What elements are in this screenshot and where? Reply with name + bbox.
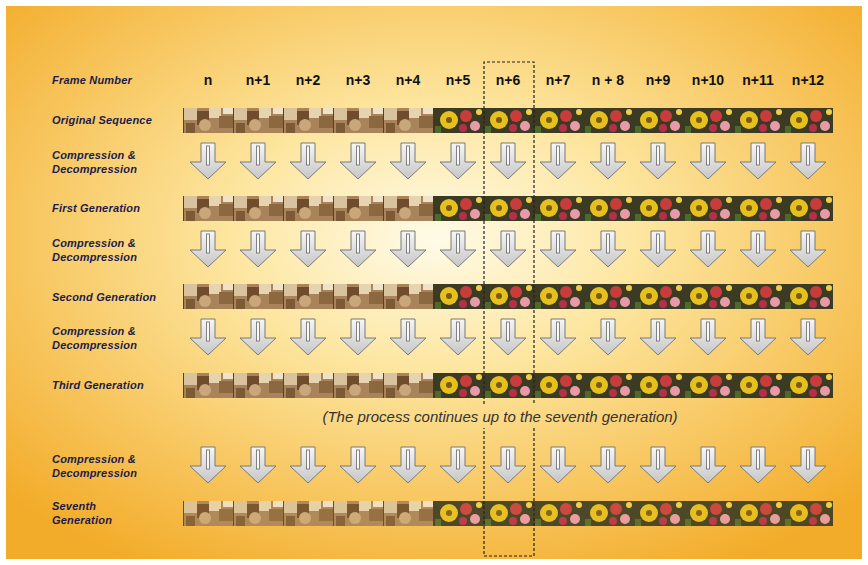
row-label: Second Generation — [52, 290, 177, 304]
step-label: Compression & Decompression — [52, 324, 157, 353]
frame-number: n+5 — [446, 72, 471, 88]
row-label: Seventh Generation — [52, 499, 132, 528]
frame-row — [183, 373, 833, 398]
frame-strip — [433, 196, 833, 221]
step-label: Compression & Decompression — [52, 236, 157, 265]
note-text: (The process continues up to the seventh… — [322, 408, 677, 425]
frame-row — [183, 284, 833, 309]
arrow-row — [183, 142, 833, 180]
frame-number: n + 8 — [592, 72, 624, 88]
frame-strip — [433, 501, 833, 526]
frame-strip — [183, 501, 433, 526]
frame-strip — [183, 196, 433, 221]
frame-number: n+4 — [396, 72, 421, 88]
highlight-box — [484, 62, 534, 556]
frame-number: n+11 — [742, 72, 774, 88]
frame-strip — [183, 108, 433, 133]
panel-ground — [6, 6, 862, 559]
frame-row — [183, 501, 833, 526]
frame-number: n+1 — [246, 72, 271, 88]
frame-number: n — [204, 72, 213, 88]
row-label: First Generation — [52, 201, 177, 215]
arrow-row — [183, 318, 833, 356]
frame-number: n+10 — [692, 72, 724, 88]
arrow-strip — [183, 142, 833, 180]
frame-number: n+9 — [646, 72, 671, 88]
frame-strip — [433, 373, 833, 398]
step-label: Compression & Decompression — [52, 148, 157, 177]
row-label: Original Sequence — [52, 113, 177, 127]
frame-strip — [433, 108, 833, 133]
arrow-strip — [183, 446, 833, 484]
frame-number: n+3 — [346, 72, 371, 88]
frame-number: n+2 — [296, 72, 321, 88]
frame-number: n+7 — [546, 72, 571, 88]
row-label: Frame Number — [52, 73, 177, 87]
arrow-row — [183, 446, 833, 484]
frame-row — [183, 196, 833, 221]
frame-row — [183, 108, 833, 133]
frame-strip — [183, 284, 433, 309]
arrow-strip — [183, 318, 833, 356]
row-label: Third Generation — [52, 378, 177, 392]
frame-strip — [183, 373, 433, 398]
arrow-row — [183, 230, 833, 268]
arrow-strip — [183, 230, 833, 268]
frame-number: n+12 — [792, 72, 824, 88]
frame-strip — [433, 284, 833, 309]
frame-number: n+6 — [496, 72, 521, 88]
step-label: Compression & Decompression — [52, 452, 157, 481]
